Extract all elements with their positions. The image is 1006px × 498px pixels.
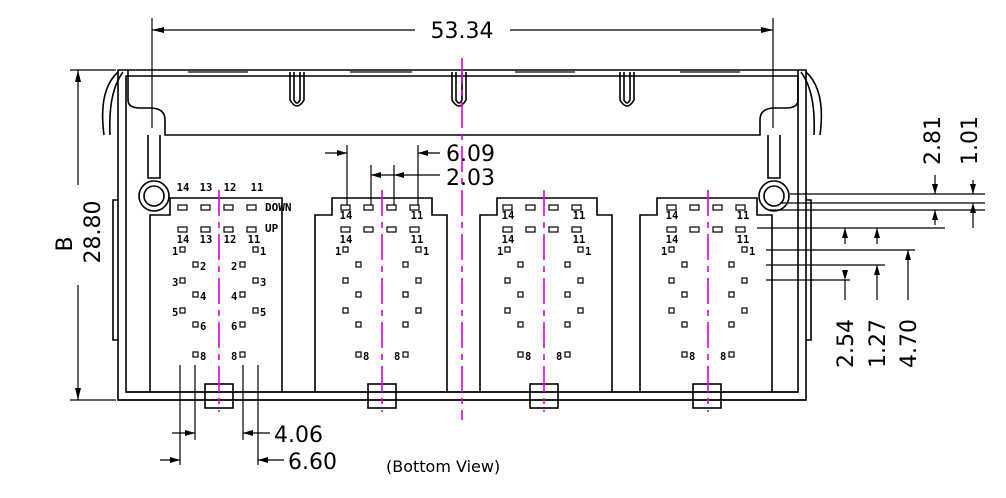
p3-il-8: 8 (525, 351, 531, 363)
p1-left-5: 5 (172, 307, 178, 319)
p4-top-14: 14 (666, 210, 679, 222)
p1-right-1: 1 (260, 246, 266, 258)
dim-1-01: 1.01 (958, 116, 983, 165)
p4-il-8: 8 (689, 351, 695, 363)
p4-top-11: 11 (737, 210, 750, 222)
p4-mid-11: 11 (737, 234, 750, 246)
p2-left-1: 1 (335, 246, 341, 258)
p1-up-label: UP (265, 222, 279, 235)
p1-right-5: 5 (260, 307, 266, 319)
height-value: 28.80 (81, 201, 106, 264)
dim-4-06: 4.06 (274, 423, 323, 448)
p3-top-11: 11 (573, 210, 586, 222)
p3-right-1: 1 (585, 246, 591, 258)
p2-top-11: 11 (411, 210, 424, 222)
view-caption: (Bottom View) (386, 457, 500, 476)
dim-2-81: 2.81 (921, 116, 946, 165)
bottom-dimensions: 4.06 6.60 (160, 365, 337, 475)
p2-top-14: 14 (340, 210, 353, 222)
p3-left-1: 1 (497, 246, 503, 258)
right-dimensions: 2.81 1.01 2.54 1.27 4.70 (757, 116, 985, 368)
dim-1-27: 1.27 (866, 319, 891, 368)
dim-4-70: 4.70 (897, 319, 922, 368)
height-letter: B (53, 236, 78, 251)
p1-mid-12: 12 (224, 234, 237, 246)
dim-6-09: 6.09 (446, 142, 495, 167)
p2-right-1: 1 (423, 246, 429, 258)
pitch-dimensions: 6.09 2.03 (325, 142, 495, 205)
p4-left-1: 1 (661, 246, 667, 258)
p1-top-13: 13 (200, 182, 213, 194)
center-lines (218, 58, 709, 420)
p1-ir-4: 4 (231, 291, 237, 303)
p1-mid-14: 14 (177, 234, 190, 246)
p1-mid-13: 13 (200, 234, 213, 246)
dim-2-54: 2.54 (834, 319, 859, 368)
p4-ir-8: 8 (720, 351, 726, 363)
p3-mid-14: 14 (502, 234, 515, 246)
p2-mid-11: 11 (411, 234, 424, 246)
p1-il-6: 6 (200, 321, 206, 333)
p4-right-1: 1 (749, 246, 755, 258)
p1-top-12: 12 (224, 182, 237, 194)
p3-top-14: 14 (502, 210, 515, 222)
p4-mid-14: 14 (666, 234, 679, 246)
overall-width-dimension: 53.34 (151, 18, 774, 128)
dim-6-60: 6.60 (288, 450, 337, 475)
port-1: 14 13 12 11 DOWN UP 14 13 12 11 1 3 5 2 … (172, 182, 292, 363)
port-3: 14 11 14 11 1 1 8 8 (497, 204, 591, 363)
p1-ir-2: 2 (231, 261, 237, 273)
p1-il-4: 4 (200, 291, 206, 303)
p1-il-8: 8 (200, 351, 206, 363)
p1-left-3: 3 (172, 277, 178, 289)
p1-left-1: 1 (172, 246, 178, 258)
p1-down-label: DOWN (265, 201, 292, 214)
p1-mid-11: 11 (248, 234, 261, 246)
port-4: 14 11 14 11 1 1 8 8 (661, 204, 755, 363)
port-2: 14 11 14 11 1 1 8 8 (335, 204, 429, 363)
p1-top-11: 11 (251, 182, 264, 194)
overall-width-label: 53.34 (431, 19, 494, 44)
p2-il-8: 8 (363, 351, 369, 363)
p1-right-3: 3 (260, 277, 266, 289)
height-dimension: B 28.80 (53, 69, 116, 401)
p2-ir-8: 8 (394, 351, 400, 363)
p3-ir-8: 8 (556, 351, 562, 363)
p2-mid-14: 14 (340, 234, 353, 246)
p1-il-2: 2 (200, 261, 206, 273)
dim-2-03: 2.03 (446, 166, 495, 191)
p1-top-14: 14 (177, 182, 190, 194)
p1-ir-6: 6 (231, 321, 237, 333)
p1-ir-8: 8 (231, 351, 237, 363)
p3-mid-11: 11 (573, 234, 586, 246)
